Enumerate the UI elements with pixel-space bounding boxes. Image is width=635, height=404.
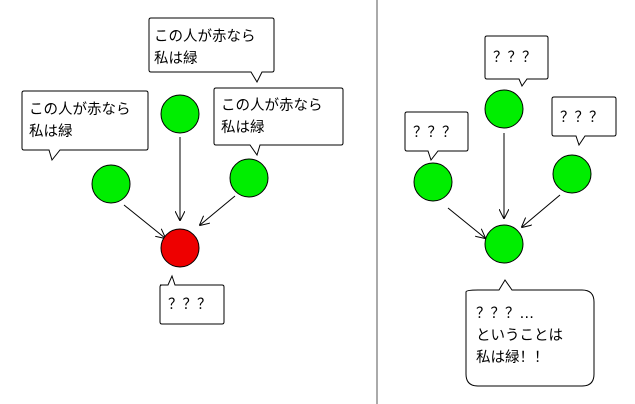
bubble-top-line-1: この人が赤なら <box>154 28 256 45</box>
arrow-left-to-center <box>447 207 485 238</box>
bubble-left-line-2: 私は緑 <box>29 123 73 140</box>
person-center-green <box>484 224 524 264</box>
speech-bubble-left: この人が赤なら 私は緑 <box>21 90 149 162</box>
speech-bubble-right: この人が赤なら 私は緑 <box>213 87 344 157</box>
person-left-green <box>91 164 131 204</box>
person-top-green <box>484 89 524 129</box>
speech-bubble-center: ？？？ <box>159 274 225 325</box>
bubble-center-line-2: ということは <box>476 328 563 344</box>
bubble-center-line-1: ？？？ <box>168 297 212 313</box>
right-panel: ？？？ ？？？ ？？？ ？？？… ということは 私は緑！！ <box>404 35 617 387</box>
speech-bubble-top: ？？？ <box>484 35 549 88</box>
speech-bubble-right: ？？？ <box>551 96 617 147</box>
person-left-green <box>413 162 453 202</box>
bubble-center-line-1: ？？？… <box>476 306 534 322</box>
bubble-top-line-2: 私は緑 <box>154 50 198 67</box>
bubble-right-line-1: この人が赤なら <box>221 97 323 114</box>
person-right-green <box>229 158 269 198</box>
arrow-right-to-center <box>522 194 561 227</box>
bubble-left-line-1: ？？？ <box>413 125 457 141</box>
bubble-center-line-3: 私は緑！！ <box>476 349 549 366</box>
arrow-right-to-center <box>200 195 236 225</box>
bubble-top-line-1: ？？？ <box>493 50 537 66</box>
bubble-left-line-1: この人が赤なら <box>29 101 131 118</box>
left-panel: この人が赤なら 私は緑 この人が赤なら 私は緑 この人が赤なら 私は緑 ？？？ <box>21 17 344 325</box>
person-right-green <box>552 154 592 194</box>
speech-bubble-top: この人が赤なら 私は緑 <box>148 17 275 84</box>
bubble-right-line-1: ？？？ <box>560 110 604 126</box>
bubble-right-line-2: 私は緑 <box>221 119 265 136</box>
speech-bubble-center: ？？？… ということは 私は緑！！ <box>465 279 595 387</box>
speech-bubble-left: ？？？ <box>404 111 469 162</box>
person-top-green <box>160 94 200 134</box>
person-center-red <box>160 228 200 268</box>
arrow-left-to-center <box>123 204 165 238</box>
